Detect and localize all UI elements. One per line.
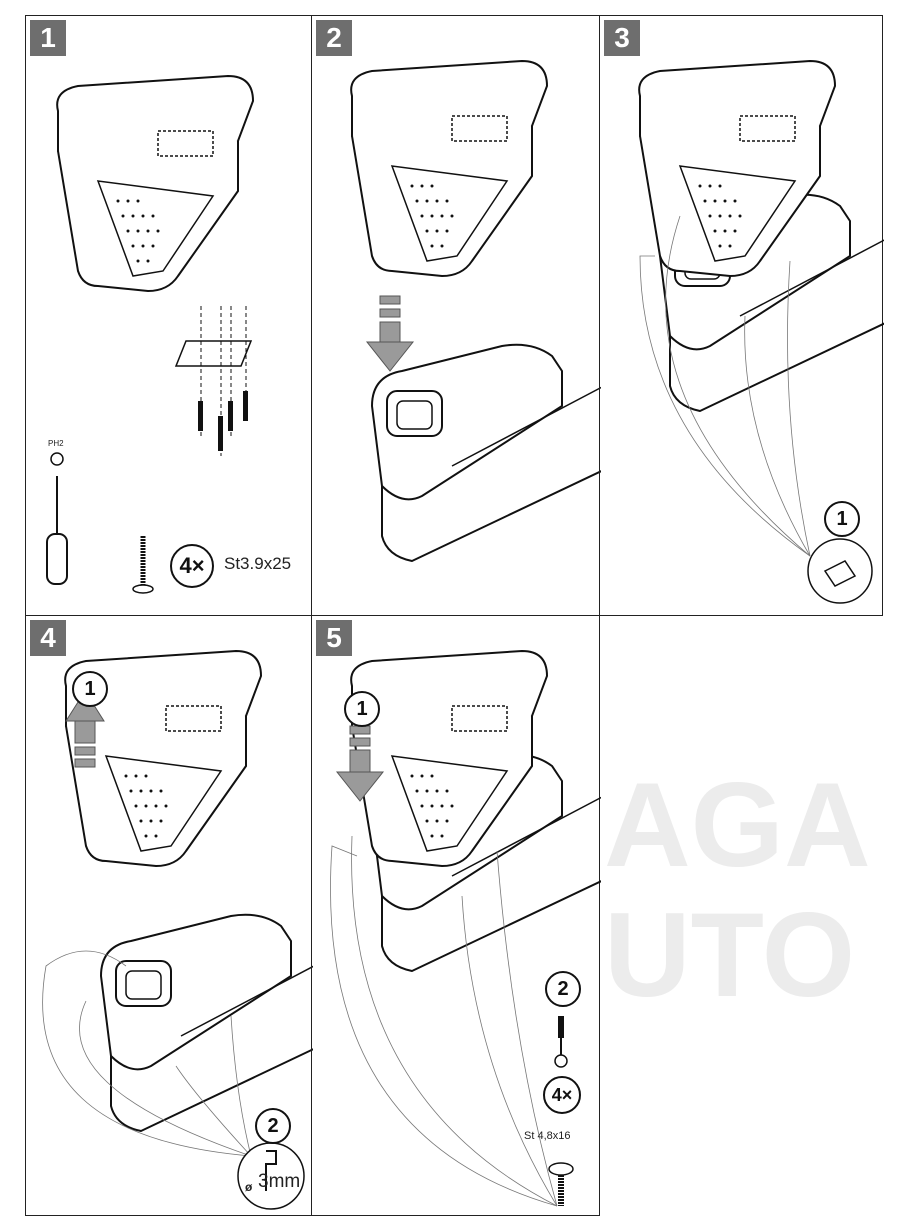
tool-label: PH2: [48, 439, 64, 448]
drill-size: 3mm: [258, 1171, 301, 1192]
quantity-badge: 4×: [170, 544, 214, 588]
down-arrow-icon: [335, 725, 385, 802]
down-arrow-icon: [365, 295, 415, 372]
quantity-badge: 4×: [543, 1076, 581, 1114]
sub-step-badge-1: 1: [344, 691, 380, 727]
drill-bit-icon: [265, 1150, 277, 1191]
step-number: 4: [30, 620, 66, 656]
armrest-exploded-illustration: [46, 75, 255, 594]
watermark: AGAUTO: [604, 758, 871, 1022]
armrest-mounted-illustration: [638, 60, 884, 604]
step-2-panel: 2: [311, 15, 601, 616]
sub-step-badge-1: 1: [72, 671, 108, 707]
step-number: 5: [316, 620, 352, 656]
screw-spec: St 4,8x16: [524, 1130, 571, 1142]
armrest-final-fit-illustration: [330, 650, 601, 1207]
leader-lines: [330, 835, 558, 1207]
step-number: 3: [604, 20, 640, 56]
phillips-head-icon: [554, 1054, 568, 1068]
sub-step-badge: 1: [824, 501, 860, 537]
screw-spec: St3.9x25: [224, 554, 292, 573]
step-5-panel: 5 1 2 4× St 4,8x16: [311, 615, 601, 1216]
screwdriver-icon: [46, 476, 68, 585]
mounting-bracket: [174, 340, 253, 367]
step-3-panel: 3 1: [599, 15, 884, 616]
phillips-head-icon: [50, 452, 64, 466]
sub-step-badge-2: 2: [255, 1108, 291, 1144]
step-number: 1: [30, 20, 66, 56]
leader-lines: [42, 950, 252, 1157]
step-4-panel: 4 1 2 ø 3mm: [25, 615, 313, 1216]
screwdriver-icon: [558, 1016, 564, 1056]
screw-icon: [132, 536, 154, 594]
sub-step-badge-2: 2: [545, 971, 581, 1007]
armrest-removal-illustration: [42, 650, 313, 1210]
leader-lines: [639, 215, 811, 557]
instruction-grid: 1 PH2 4× St3.9x25 2 3: [25, 15, 884, 1216]
armrest-placement-illustration: [350, 60, 601, 562]
step-1-panel: 1 PH2 4× St3.9x25: [25, 15, 312, 616]
step-number: 2: [316, 20, 352, 56]
diameter-symbol: ø: [245, 1180, 253, 1194]
clip-icon: [823, 560, 857, 587]
screws: [198, 391, 248, 451]
screw-icon: [548, 1162, 574, 1206]
